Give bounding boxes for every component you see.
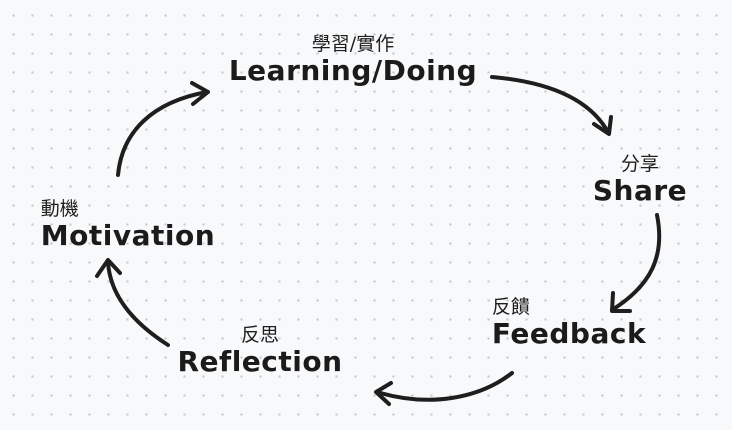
node-feedback-en: Feedback	[491, 317, 647, 350]
node-learning-doing: 學習/實作 Learning/Doing	[229, 33, 477, 87]
arrowhead-reflection	[374, 381, 393, 406]
node-learning-doing-zh: 學習/實作	[311, 33, 395, 55]
arrowhead-motivation	[95, 258, 122, 278]
arrowhead-learning	[190, 81, 210, 106]
node-reflection-zh: 反思	[240, 324, 280, 346]
node-reflection-en: Reflection	[177, 345, 343, 378]
node-share-zh: 分享	[620, 153, 660, 175]
arrow-learning-to-share	[490, 75, 610, 134]
node-motivation: 動機 Motivation	[41, 198, 215, 252]
arrow-motivation-to-learning	[116, 90, 209, 177]
node-learning-doing-en: Learning/Doing	[228, 54, 478, 87]
arrow-feedback-to-reflection	[375, 371, 514, 402]
arrowhead-feedback	[610, 291, 632, 313]
arrowhead-share	[592, 115, 613, 136]
arrow-reflection-to-motivation	[106, 260, 170, 347]
node-motivation-en: Motivation	[40, 219, 216, 252]
node-feedback-zh: 反饋	[491, 296, 530, 318]
node-motivation-zh: 動機	[40, 198, 79, 220]
node-feedback: 反饋 Feedback	[492, 296, 646, 350]
node-reflection: 反思 Reflection	[177, 324, 342, 378]
node-share-en: Share	[592, 174, 688, 207]
arrow-share-to-feedback	[610, 213, 662, 312]
node-share: 分享 Share	[593, 153, 687, 207]
